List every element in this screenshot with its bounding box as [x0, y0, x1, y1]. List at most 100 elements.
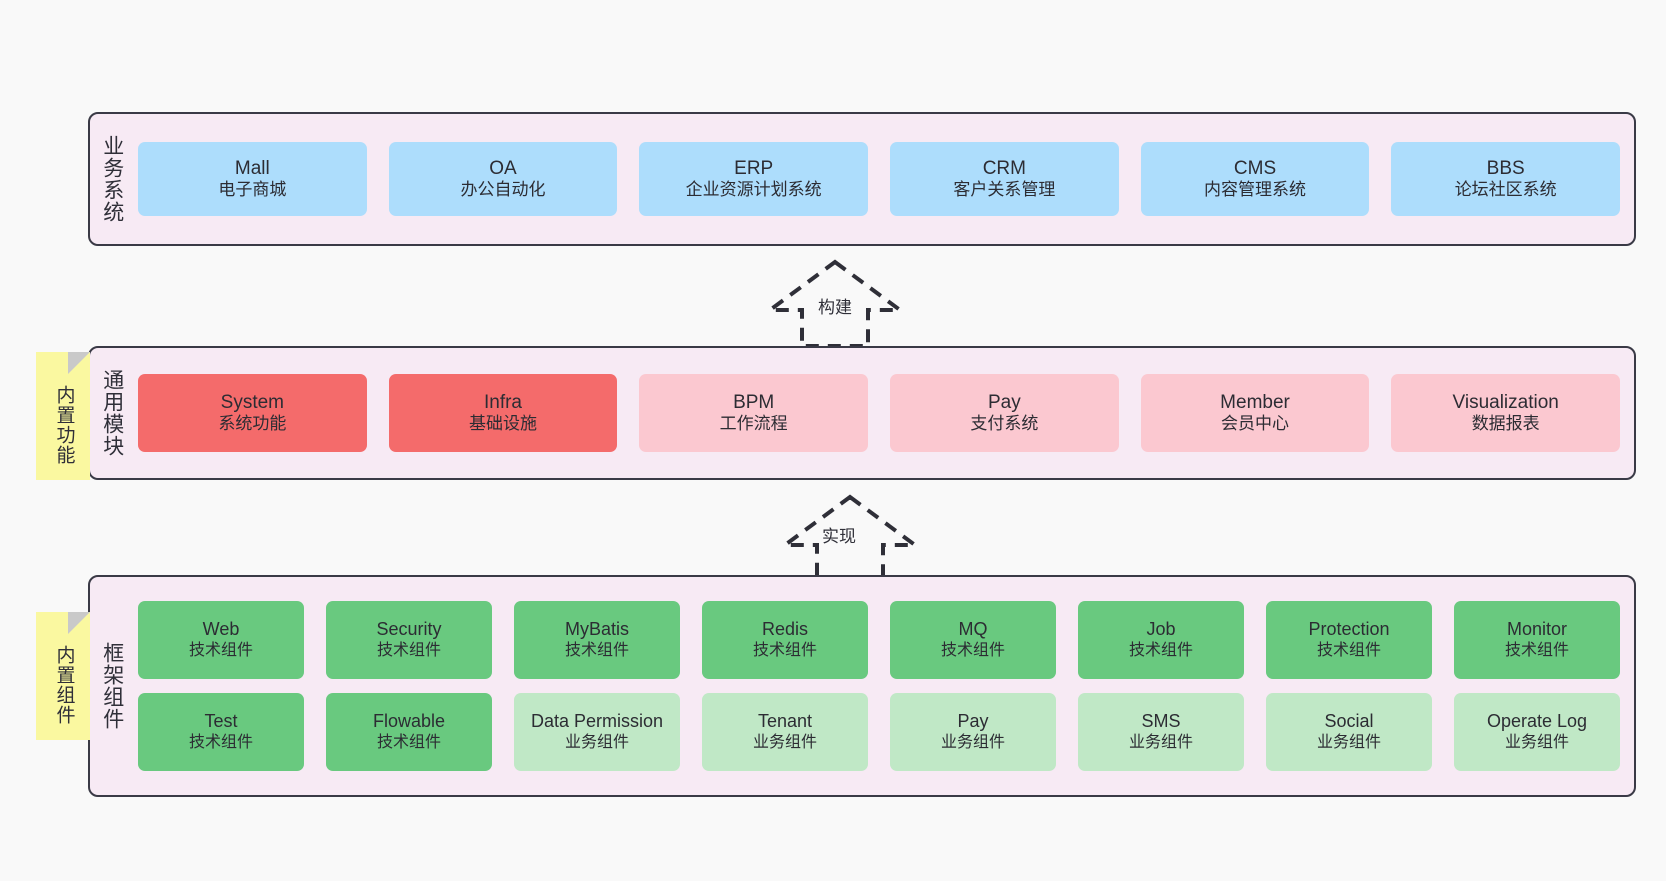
card-title: Data Permission — [530, 711, 664, 732]
card-subtitle: 技术组件 — [1128, 642, 1193, 660]
card-title: Redis — [761, 619, 809, 640]
card-subtitle: 电子商城 — [218, 180, 287, 200]
card-subtitle: 技术组件 — [564, 642, 629, 660]
card-subtitle: 技术组件 — [376, 734, 441, 752]
card-title: Visualization — [1452, 392, 1559, 414]
card-title: System — [220, 392, 285, 414]
card-title: Pay — [957, 711, 989, 732]
layer-framework-label: 框架组件 — [100, 642, 124, 730]
card-subtitle: 技术组件 — [188, 642, 253, 660]
sticky-note-builtin-function[interactable]: 内置功能 — [36, 352, 90, 480]
card-subtitle: 技术组件 — [1316, 642, 1381, 660]
card-subtitle: 业务组件 — [940, 734, 1005, 752]
card-subtitle: 论坛社区系统 — [1454, 180, 1557, 200]
sticky-note-builtin-component[interactable]: 内置组件 — [36, 612, 90, 740]
card-title: ERP — [734, 158, 774, 180]
card-framework-sms[interactable]: SMS 业务组件 — [1078, 693, 1244, 771]
card-title: BBS — [1486, 158, 1525, 180]
card-title: Job — [1146, 619, 1176, 640]
card-subtitle: 数据报表 — [1471, 414, 1540, 434]
card-subtitle: 内容管理系统 — [1204, 180, 1307, 200]
card-subtitle: 业务组件 — [1316, 734, 1381, 752]
card-title: Mall — [234, 158, 270, 180]
card-framework-social[interactable]: Social 业务组件 — [1266, 693, 1432, 771]
layer-business-label: 业务系统 — [100, 135, 124, 223]
connector-build-label: 构建 — [818, 298, 852, 317]
card-title: Test — [204, 711, 238, 732]
connector-implement-label: 实现 — [822, 527, 856, 546]
card-framework-security[interactable]: Security 技术组件 — [326, 601, 492, 679]
card-title: Infra — [483, 392, 523, 414]
card-subtitle: 技术组件 — [376, 642, 441, 660]
card-framework-protection[interactable]: Protection 技术组件 — [1266, 601, 1432, 679]
card-title: Social — [1324, 711, 1374, 732]
sticky-note-builtin-component-label: 内置组件 — [53, 645, 75, 725]
card-subtitle: 技术组件 — [1504, 642, 1569, 660]
card-subtitle: 业务组件 — [564, 734, 629, 752]
card-subtitle: 业务组件 — [1128, 734, 1193, 752]
sticky-note-builtin-function-label: 内置功能 — [53, 385, 75, 465]
card-framework-mq[interactable]: MQ 技术组件 — [890, 601, 1056, 679]
card-title: Security — [376, 619, 442, 640]
card-subtitle: 技术组件 — [752, 642, 817, 660]
card-framework-test[interactable]: Test 技术组件 — [138, 693, 304, 771]
card-framework-operate-log[interactable]: Operate Log 业务组件 — [1454, 693, 1620, 771]
card-title: Tenant — [757, 711, 813, 732]
card-title: CMS — [1233, 158, 1277, 180]
card-framework-tenant[interactable]: Tenant 业务组件 — [702, 693, 868, 771]
card-subtitle: 办公自动化 — [460, 180, 546, 200]
card-framework-redis[interactable]: Redis 技术组件 — [702, 601, 868, 679]
card-title: Monitor — [1506, 619, 1568, 640]
card-subtitle: 技术组件 — [188, 734, 253, 752]
card-title: MQ — [958, 619, 988, 640]
card-subtitle: 企业资源计划系统 — [685, 180, 822, 200]
card-title: CRM — [982, 158, 1026, 180]
card-framework-web[interactable]: Web 技术组件 — [138, 601, 304, 679]
card-title: Protection — [1308, 619, 1390, 640]
card-title: Web — [202, 619, 240, 640]
card-title: Pay — [987, 392, 1021, 414]
card-subtitle: 技术组件 — [940, 642, 1005, 660]
card-subtitle: 客户关系管理 — [953, 180, 1056, 200]
card-subtitle: 工作流程 — [719, 414, 788, 434]
layer-modules-label: 通用模块 — [100, 369, 124, 457]
card-title: SMS — [1141, 711, 1181, 732]
card-title: OA — [489, 158, 517, 180]
card-title: Operate Log — [1486, 711, 1588, 732]
card-framework-pay[interactable]: Pay 业务组件 — [890, 693, 1056, 771]
card-subtitle: 支付系统 — [970, 414, 1039, 434]
card-framework-job[interactable]: Job 技术组件 — [1078, 601, 1244, 679]
card-title: BPM — [733, 392, 775, 414]
card-framework-data-permission[interactable]: Data Permission 业务组件 — [514, 693, 680, 771]
card-subtitle: 业务组件 — [1504, 734, 1569, 752]
card-framework-monitor[interactable]: Monitor 技术组件 — [1454, 601, 1620, 679]
card-title: Member — [1220, 392, 1290, 414]
card-subtitle: 业务组件 — [752, 734, 817, 752]
card-subtitle: 会员中心 — [1221, 414, 1290, 434]
